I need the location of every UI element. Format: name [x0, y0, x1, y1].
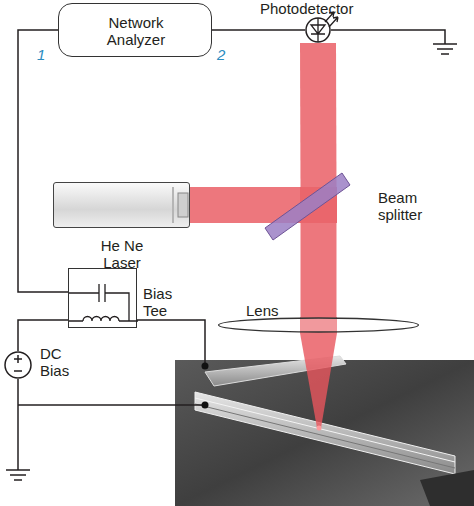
cantilever-beam — [195, 392, 455, 474]
lens-shape — [218, 317, 419, 333]
ground-symbol — [441, 53, 449, 55]
wire — [18, 30, 68, 292]
component-label: Network Analyzer — [89, 14, 183, 48]
substrate-shadow — [420, 470, 474, 506]
laser-beam — [300, 43, 337, 187]
focused-beam — [300, 333, 337, 428]
ground-symbol — [14, 479, 22, 481]
inductor-symbol — [83, 317, 119, 322]
photodetector: Photodetector — [305, 17, 331, 43]
wire — [331, 30, 445, 44]
wire — [137, 320, 205, 366]
ground-symbol — [10, 474, 26, 476]
ground-symbol — [6, 469, 30, 471]
laser-body-shape — [54, 183, 189, 227]
laser-body: He Ne Laser — [53, 182, 190, 228]
voltage-source-symbol — [5, 352, 31, 378]
laser-ring — [172, 187, 174, 223]
polarity-symbol — [14, 355, 22, 371]
ground-symbol — [433, 43, 457, 45]
dc-source: DC Bias — [4, 351, 32, 379]
beam-splitter-shape — [300, 187, 337, 223]
wire — [18, 404, 205, 406]
photodiode-symbol — [306, 18, 330, 42]
wire — [212, 29, 305, 31]
capacitor-symbol — [69, 284, 138, 321]
component-label: Photodetector — [260, 0, 353, 17]
contact-dot — [202, 402, 209, 409]
network-analyzer-box: Network Analyzer — [58, 3, 212, 57]
lens-outline — [219, 318, 419, 332]
laser-aperture — [178, 193, 188, 217]
component-label: Bias Tee — [143, 285, 177, 319]
contact-dot — [202, 363, 209, 370]
photodetector-shape — [305, 17, 331, 43]
laser-spot — [317, 426, 322, 431]
beam-splitter-plate — [265, 173, 350, 240]
dc-source-shape — [4, 351, 32, 379]
wire — [17, 379, 19, 470]
cantilever-layer — [195, 398, 455, 462]
bias-tee-box: Bias Tee — [68, 268, 137, 328]
lens: Lens — [218, 317, 419, 333]
component-label: Lens — [246, 302, 279, 319]
component-label: DC Bias — [40, 345, 74, 379]
port-number: 2 — [217, 46, 225, 63]
ground-symbol — [437, 48, 453, 50]
beam-splitter: Beam splitter — [300, 187, 337, 223]
diode-symbol — [311, 18, 325, 42]
component-label: He Ne Laser — [92, 237, 152, 271]
bias-tee-box-shape — [69, 269, 136, 327]
cantilever-layer — [195, 404, 455, 468]
port-number: 1 — [37, 46, 45, 63]
laser-beam — [301, 223, 337, 317]
component-label: Beam splitter — [378, 189, 440, 223]
